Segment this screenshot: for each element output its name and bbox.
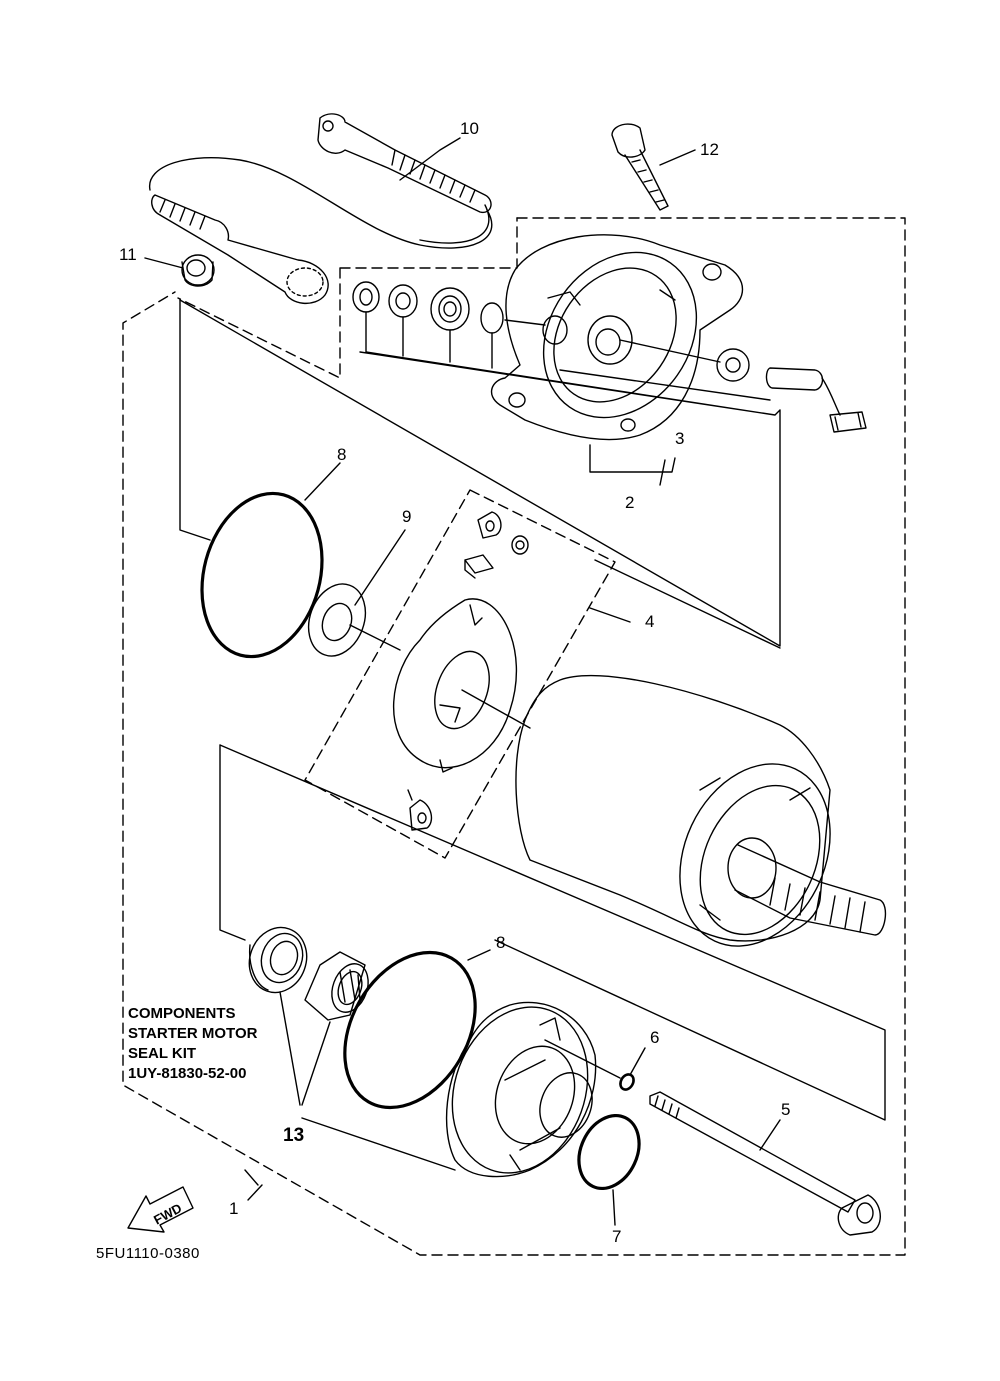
seal-kit-note: COMPONENTS STARTER MOTOR SEAL KIT 1UY-81… (128, 1004, 257, 1084)
front-cover (490, 234, 744, 441)
brush-set-part-4 (304, 489, 616, 859)
bracket-2-3 (589, 444, 676, 473)
leader-lines-cover (179, 299, 781, 647)
o-ring-part-8-lower (343, 950, 477, 1110)
oil-seal-part-13 (248, 926, 308, 994)
lead-wire (149, 113, 493, 304)
leader-lines-yoke (179, 299, 886, 1121)
callout-8-upper: 8 (337, 445, 347, 464)
terminal-post (716, 348, 867, 433)
leader-line-washer (504, 319, 771, 401)
bolt-part-12 (611, 123, 669, 211)
needle-bearing-part-13 (304, 951, 369, 1021)
fwd-arrow-icon: FWD (127, 1186, 194, 1233)
callout-6: 6 (650, 1028, 660, 1047)
kit-line-2: STARTER MOTOR (128, 1025, 258, 1042)
washer-part-9 (307, 583, 367, 657)
o-ring-part-8-upper (200, 491, 324, 659)
callout-9: 9 (402, 507, 412, 526)
nut-part-11 (181, 254, 215, 287)
callout-1: 1 (229, 1199, 239, 1218)
callout-leaders (144, 137, 781, 1226)
o-ring-part-7 (577, 1113, 641, 1191)
leader-line-washer-9 (349, 624, 531, 729)
o-ring-part-6 (619, 1073, 635, 1091)
reference-code: 5FU1110-0380 (96, 1245, 200, 1262)
callout-12: 12 (700, 140, 719, 159)
kit-line-3: SEAL KIT (128, 1045, 197, 1062)
kit-line-4: 1UY-81830-52-00 (128, 1065, 247, 1082)
callout-3: 3 (675, 429, 685, 448)
callout-11: 11 (119, 245, 137, 264)
callout-7: 7 (612, 1227, 622, 1246)
small-seals (352, 281, 504, 334)
callout-13: 13 (283, 1125, 305, 1146)
leader-lines-lower (279, 991, 621, 1171)
callout-8-lower: 8 (496, 933, 506, 952)
yoke-housing (515, 674, 887, 947)
through-bolt-part-5 (649, 1091, 881, 1236)
callout-10: 10 (460, 119, 479, 138)
kit-line-1: COMPONENTS (128, 1005, 236, 1022)
callout-4: 4 (645, 612, 655, 631)
assembly-outline (122, 217, 906, 1256)
callout-2: 2 (625, 493, 635, 512)
callout-5: 5 (781, 1100, 791, 1119)
rear-cover (445, 1001, 597, 1178)
